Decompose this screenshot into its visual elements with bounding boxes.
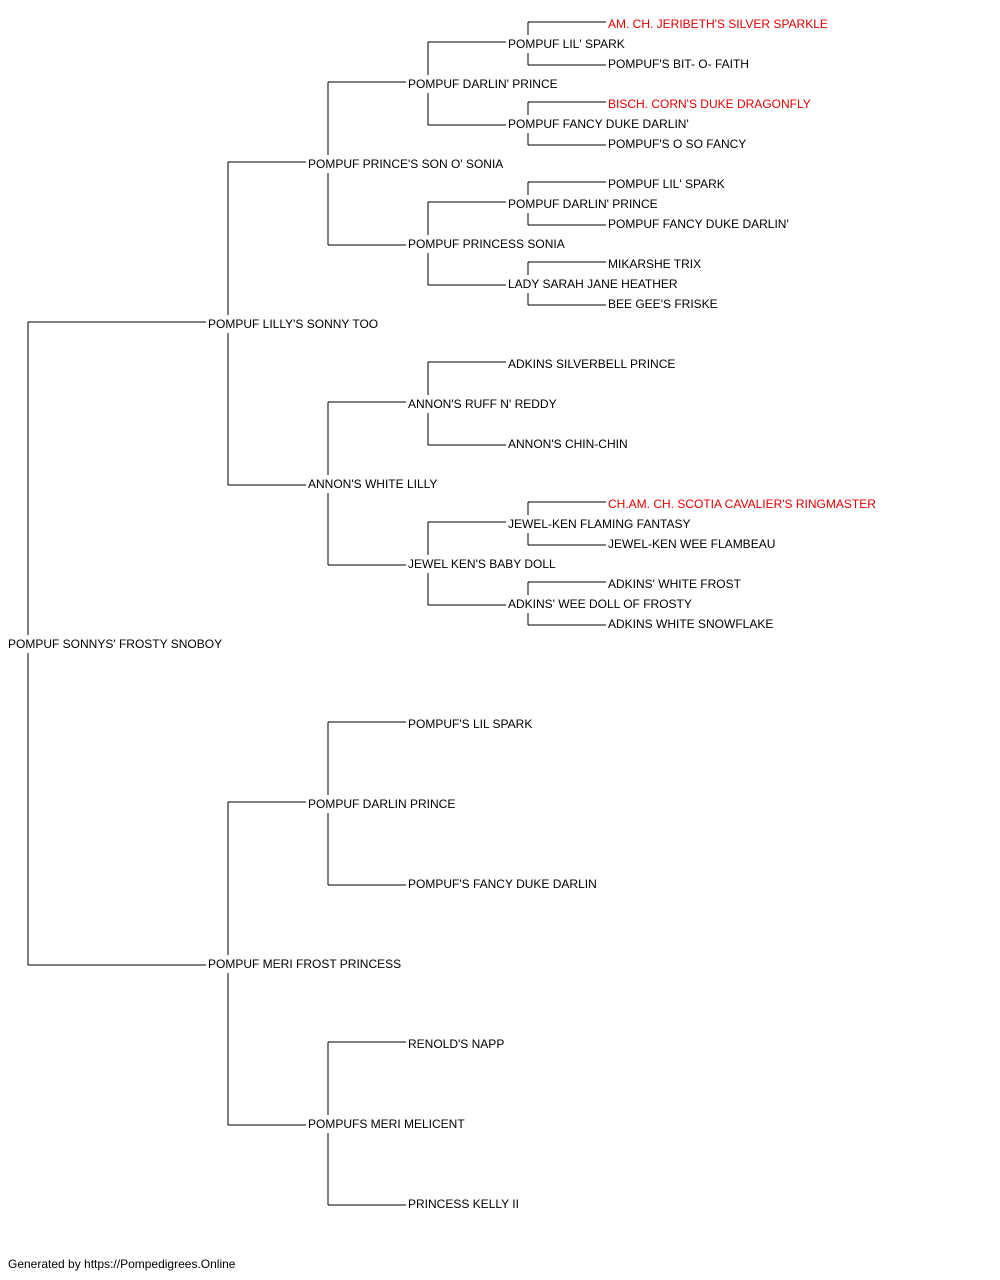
dog-name-gen5-rssdsd: POMPUF FANCY DUKE DARLIN' [608,217,789,231]
dog-name-gen3-rsss: POMPUF DARLIN' PRINCE [408,77,558,91]
dog-name-gen2-rdd: POMPUFS MERI MELICENT [308,1117,465,1131]
dog-name-gen3-rssd: POMPUF PRINCESS SONIA [408,237,565,251]
dog-name-gen5-rsssss: AM. CH. JERIBETH'S SILVER SPARKLE [608,17,828,31]
dog-name-gen5-rsddds: ADKINS' WHITE FROST [608,577,742,591]
dog-name-gen5-rssdds: MIKARSHE TRIX [608,257,701,271]
dog-name-gen4-rsdds: JEWEL-KEN FLAMING FANTASY [508,517,690,531]
dog-name-gen4-rsdsd: ANNON'S CHIN-CHIN [508,437,628,451]
pedigree-tree: POMPUF SONNYS' FROSTY SNOBOY POMPUF LILLY… [8,17,876,1211]
dog-name-gen3-rdsd: POMPUF'S FANCY DUKE DARLIN [408,877,597,891]
dog-name-gen3-rsds: ANNON'S RUFF N' REDDY [408,397,557,411]
dog-name-gen3-rdss: POMPUF'S LIL SPARK [408,717,532,731]
dog-name-gen4-rsdss: ADKINS SILVERBELL PRINCE [508,357,675,371]
dog-name-gen4-rssdd: LADY SARAH JANE HEATHER [508,277,678,291]
dog-name-gen5-rssddd: BEE GEE'S FRISKE [608,297,718,311]
dog-name-gen5-rsssdd: POMPUF'S O SO FANCY [608,137,746,151]
dog-name-gen1-rd: POMPUF MERI FROST PRINCESS [208,957,401,971]
dog-name-gen3-rddd: PRINCESS KELLY II [408,1197,519,1211]
dog-name-gen5-rssssd: POMPUF'S BIT- O- FAITH [608,57,749,71]
dog-name-gen5-rsddss: CH.AM. CH. SCOTIA CAVALIER'S RINGMASTER [608,497,876,511]
dog-name-gen4-rssss: POMPUF LIL' SPARK [508,37,625,51]
dog-name-gen4-rssds: POMPUF DARLIN' PRINCE [508,197,658,211]
dog-name-gen4-rsddd: ADKINS' WEE DOLL OF FROSTY [508,597,692,611]
dog-name-gen5-rssdss: POMPUF LIL' SPARK [608,177,725,191]
generated-by-footer: Generated by https://Pompedigrees.Online [8,1257,236,1271]
dog-name-gen5-rsdddd: ADKINS WHITE SNOWFLAKE [608,617,773,631]
dog-name-gen0-r: POMPUF SONNYS' FROSTY SNOBOY [8,637,222,651]
dog-name-gen5-rsssds: BISCH. CORN'S DUKE DRAGONFLY [608,97,811,111]
dog-name-gen2-rss: POMPUF PRINCE'S SON O' SONIA [308,157,503,171]
dog-name-gen4-rsssd: POMPUF FANCY DUKE DARLIN' [508,117,689,131]
dog-name-gen1-rs: POMPUF LILLY'S SONNY TOO [208,317,378,331]
dog-name-gen5-rsddsd: JEWEL-KEN WEE FLAMBEAU [608,537,775,551]
dog-name-gen2-rsd: ANNON'S WHITE LILLY [308,477,437,491]
dog-name-gen3-rsdd: JEWEL KEN'S BABY DOLL [408,557,556,571]
dog-name-gen3-rdds: RENOLD'S NAPP [408,1037,504,1051]
dog-name-gen2-rds: POMPUF DARLIN PRINCE [308,797,455,811]
